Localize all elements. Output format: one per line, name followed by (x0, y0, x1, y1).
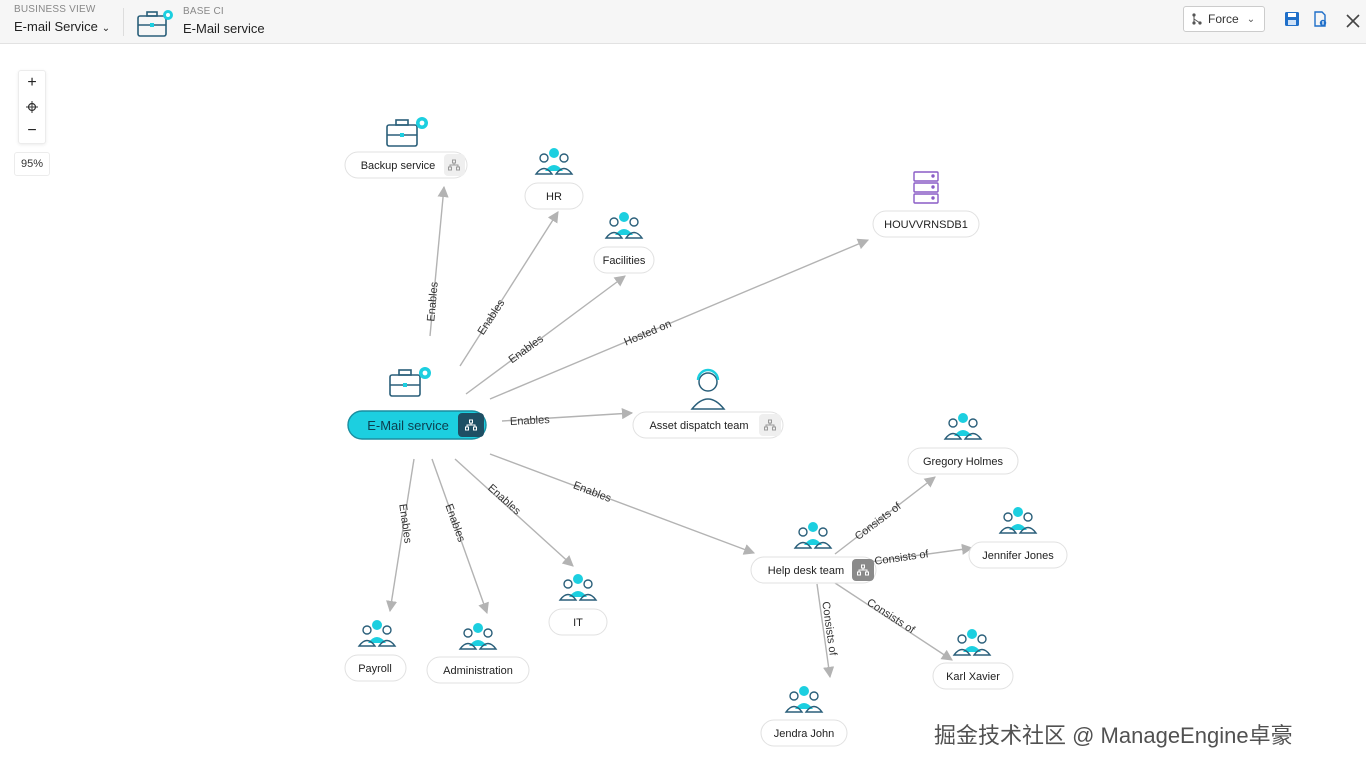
people-icon (794, 521, 832, 549)
edge-label: Enables (476, 297, 508, 337)
people-icon (559, 573, 597, 601)
people-icon (605, 211, 643, 239)
people-icon (535, 147, 573, 175)
layout-graph-icon (1192, 13, 1202, 25)
edge-gregory (834, 476, 936, 555)
crosshair-icon (26, 101, 38, 113)
edge-label: Consists of (853, 500, 904, 543)
business-view-dropdown[interactable]: E-mail Service⌄ (14, 19, 110, 34)
node-facilities[interactable]: Facilities (593, 211, 655, 274)
edge-helpdesk (489, 453, 756, 555)
people-icon (459, 622, 497, 650)
node-label: Payroll (358, 663, 392, 675)
close-icon[interactable] (1344, 12, 1362, 30)
edge-label: Consists of (819, 601, 839, 657)
recenter-button[interactable] (19, 95, 45, 119)
node-label: Jendra John (774, 728, 835, 740)
server-icon (913, 171, 939, 204)
node-server[interactable]: HOUVVRNSDB1 (872, 171, 980, 238)
edge-karl (834, 582, 953, 661)
edge-label: Hosted on (622, 318, 673, 349)
node-administration[interactable]: Administration (426, 622, 530, 684)
node-hr[interactable]: HR (524, 147, 584, 210)
watermark: 掘金技术社区 @ ManageEngine卓豪 (934, 723, 1293, 748)
node-payroll[interactable]: Payroll (344, 619, 407, 682)
edge-asset (501, 408, 634, 422)
people-icon (944, 412, 982, 440)
divider (123, 8, 124, 36)
base-ci-value: E-Mail service (183, 21, 265, 36)
zoom-level: 95% (14, 152, 50, 176)
edge-backup (429, 185, 449, 337)
edge-labels: Enables Enables Enables Hosted on Enable… (396, 281, 930, 657)
node-karl-xavier[interactable]: Karl Xavier (932, 628, 1014, 690)
save-icon[interactable] (1283, 10, 1301, 28)
base-ci: BASE CI E-Mail service (183, 6, 265, 36)
edge-jendra (816, 583, 835, 679)
edge-label: Enables (442, 502, 467, 544)
node-label: Help desk team (768, 565, 844, 577)
people-icon (358, 619, 396, 647)
zoom-controls: + − (18, 70, 46, 144)
node-label: HOUVVRNSDB1 (884, 219, 968, 231)
node-label: IT (573, 617, 583, 629)
edge-hr (459, 211, 559, 367)
node-email-service[interactable]: E-Mail service (347, 366, 487, 440)
node-label: Karl Xavier (946, 671, 1000, 683)
edge-label: Enables (571, 479, 613, 505)
edge-jennifer (861, 543, 974, 564)
top-bar: BUSINESS VIEW E-mail Service⌄ BASE CI E-… (0, 0, 1366, 44)
node-jendra-john[interactable]: Jendra John (760, 685, 848, 747)
node-label: Asset dispatch team (649, 420, 748, 432)
node-label: Gregory Holmes (923, 456, 1004, 468)
edge-label: Consists of (874, 548, 930, 568)
edge-db (489, 238, 870, 400)
node-label: Administration (443, 665, 513, 677)
edge-facilities (465, 275, 626, 395)
node-jennifer-jones[interactable]: Jennifer Jones (968, 506, 1068, 569)
node-label: Jennifer Jones (982, 550, 1054, 562)
business-view-label: BUSINESS VIEW (14, 4, 96, 15)
people-icon (785, 685, 823, 713)
edge-label: Enables (396, 503, 413, 545)
relationship-graph[interactable]: Enables Enables Enables Hosted on Enable… (0, 44, 1366, 769)
business-view-value: E-mail Service (14, 19, 98, 34)
zoom-out-button[interactable]: − (27, 122, 37, 139)
edge-admin (431, 458, 489, 615)
export-icon[interactable] (1311, 10, 1329, 28)
chevron-down-icon: ⌄ (1246, 13, 1256, 25)
edge-label: Enables (510, 414, 551, 428)
people-icon (953, 628, 991, 656)
base-ci-label: BASE CI (183, 6, 224, 17)
edge-label: Enables (425, 281, 440, 322)
node-label: HR (546, 191, 562, 203)
node-label: E-Mail service (367, 418, 449, 433)
node-asset-dispatch-team[interactable]: Asset dispatch team (632, 368, 784, 439)
edge-label: Enables (485, 482, 523, 518)
chevron-down-icon: ⌄ (101, 23, 111, 34)
headset-person-icon (690, 368, 726, 410)
edge-label: Enables (507, 333, 547, 366)
briefcase-gear-icon (389, 366, 432, 397)
node-label: Facilities (603, 255, 646, 267)
layout-select[interactable]: Force ⌄ (1183, 6, 1265, 32)
node-help-desk-team[interactable]: Help desk team (750, 521, 877, 584)
node-gregory-holmes[interactable]: Gregory Holmes (907, 412, 1019, 475)
node-it[interactable]: IT (548, 573, 608, 636)
edges (386, 185, 974, 679)
zoom-in-button[interactable]: + (27, 74, 37, 91)
briefcase-gear-icon (386, 116, 429, 147)
edge-payroll (386, 458, 415, 613)
people-icon (999, 506, 1037, 534)
layout-select-value: Force (1208, 12, 1239, 26)
node-label: Backup service (361, 160, 436, 172)
edge-label: Consists of (865, 597, 918, 637)
briefcase-gear-icon (137, 10, 173, 37)
edge-it (454, 458, 574, 567)
nodes: E-Mail service Backup service HR Facilit… (344, 116, 1068, 747)
business-view-selector[interactable]: BUSINESS VIEW E-mail Service⌄ (14, 4, 110, 34)
node-backup-service[interactable]: Backup service (344, 116, 468, 179)
